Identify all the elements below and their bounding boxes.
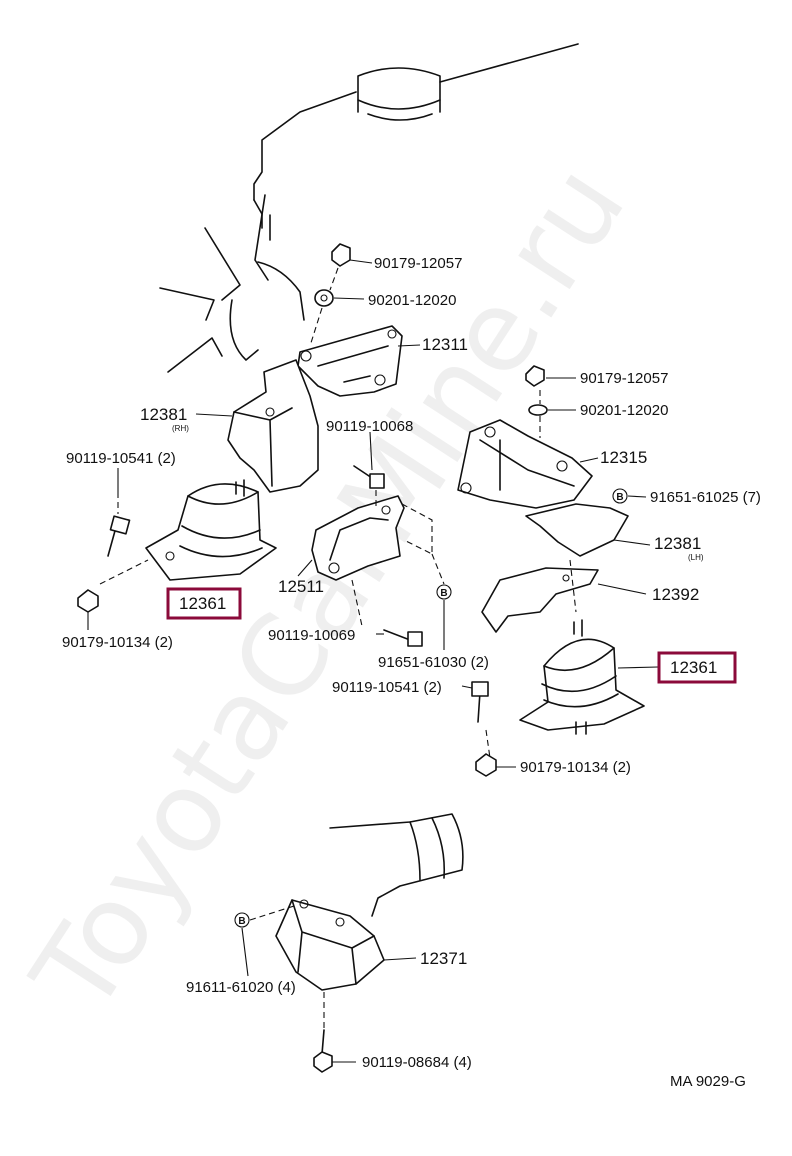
bolt-right bbox=[471, 681, 489, 723]
bolt-center-bottom bbox=[383, 629, 423, 647]
insulator-rh bbox=[227, 359, 319, 493]
label-lh-sub: (LH) bbox=[688, 553, 704, 562]
svg-text:B: B bbox=[616, 492, 623, 503]
label-12361-right: 12361 bbox=[670, 658, 717, 677]
label-90179-12057-rh: 90179-12057 bbox=[374, 255, 462, 272]
washer-lh-top bbox=[528, 404, 548, 416]
nut-left bbox=[77, 589, 99, 613]
b-mark-rear: B bbox=[234, 912, 250, 928]
label-90119-10068: 90119-10068 bbox=[326, 418, 413, 435]
engine-mount-left bbox=[145, 479, 277, 581]
leader-lines bbox=[87, 259, 659, 1063]
label-12511: 12511 bbox=[278, 577, 324, 596]
label-91651-61025: 91651-61025 (7) bbox=[650, 489, 761, 506]
label-12361-left: 12361 bbox=[179, 594, 226, 613]
label-91651-61030: 91651-61030 (2) bbox=[378, 654, 489, 671]
label-12371: 12371 bbox=[420, 949, 467, 968]
label-91611-61020: 91611-61020 (4) bbox=[186, 979, 296, 996]
label-12311: 12311 bbox=[422, 335, 468, 354]
label-90119-10541-right: 90119-10541 (2) bbox=[332, 679, 442, 696]
engine-mount-bracket-center bbox=[311, 495, 405, 581]
bolt-rear-bottom bbox=[313, 1029, 333, 1073]
label-12392: 12392 bbox=[652, 585, 699, 604]
bolt-left bbox=[107, 515, 131, 557]
label-12381-rh: 12381 bbox=[140, 405, 187, 424]
nut-right bbox=[475, 753, 497, 777]
plate-lh bbox=[481, 567, 599, 633]
label-12315: 12315 bbox=[600, 448, 647, 467]
label-90201-12020-rh: 90201-12020 bbox=[368, 292, 456, 309]
transmission-outline bbox=[329, 813, 464, 917]
label-90179-10134-left: 90179-10134 (2) bbox=[62, 634, 173, 651]
cooling-fan bbox=[159, 194, 305, 373]
svg-text:B: B bbox=[440, 588, 447, 599]
engine-bracket-lh bbox=[457, 419, 593, 509]
bolt-center-top bbox=[353, 465, 385, 489]
label-90119-08684: 90119-08684 (4) bbox=[362, 1054, 472, 1071]
label-90119-10069: 90119-10069 bbox=[268, 627, 355, 644]
label-90179-10134-right: 90179-10134 (2) bbox=[520, 759, 631, 776]
engine-outline bbox=[253, 43, 579, 229]
diagram-code: MA 9029-G bbox=[670, 1073, 746, 1090]
label-12381-lh: 12381 bbox=[654, 534, 701, 553]
highlight-12361-left bbox=[166, 587, 242, 620]
washer-rh-top bbox=[314, 289, 334, 307]
insulator-lh bbox=[525, 503, 629, 557]
nut-rh-top bbox=[331, 243, 351, 267]
part-labels: 90179-12057 90201-12020 12311 12381 (RH)… bbox=[62, 255, 761, 1090]
engine-bracket-rh bbox=[297, 325, 403, 397]
rear-mount bbox=[275, 899, 385, 991]
label-90179-12057-lh: 90179-12057 bbox=[580, 370, 668, 387]
b-mark-lh: B bbox=[612, 488, 628, 504]
highlight-12361-right bbox=[657, 651, 737, 684]
label-90119-10541-left: 90119-10541 (2) bbox=[66, 450, 176, 467]
b-mark-center: B bbox=[436, 584, 452, 600]
label-rh-sub: (RH) bbox=[172, 424, 189, 433]
nut-lh-top bbox=[525, 365, 545, 387]
svg-text:B: B bbox=[238, 916, 245, 927]
label-90201-12020-lh: 90201-12020 bbox=[580, 402, 668, 419]
engine-mount-right bbox=[519, 619, 645, 735]
